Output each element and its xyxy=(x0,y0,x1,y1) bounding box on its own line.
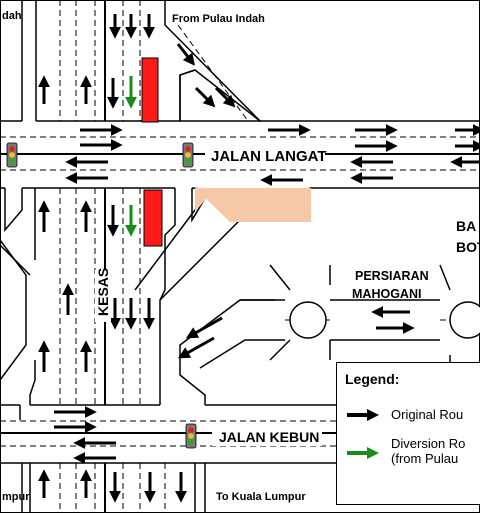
arrow-icon xyxy=(347,447,379,459)
label-top-left: dah xyxy=(2,10,22,22)
label-bottom-left: mpur xyxy=(2,491,30,503)
legend-diversion-label-2: (from Pulau xyxy=(391,451,459,466)
legend: Legend: Original Rou Diversion Ro (from … xyxy=(336,362,480,505)
original-route-arrows xyxy=(38,14,480,503)
legend-original-label: Original Rou xyxy=(391,407,464,422)
label-from-pulau-indah: From Pulau Indah xyxy=(172,13,265,25)
traffic-light-icon xyxy=(182,142,194,168)
label-mahogani: MAHOGANI xyxy=(352,287,421,301)
label-jalan-langat: JALAN LANGAT xyxy=(211,148,327,165)
label-to-kuala-lumpur: To Kuala Lumpur xyxy=(216,491,306,503)
label-bot: BOT xyxy=(456,239,480,255)
traffic-light-icon xyxy=(6,142,18,168)
legend-diversion-label-1: Diversion Ro xyxy=(391,436,466,451)
closure-block-top xyxy=(141,57,159,123)
legend-title: Legend: xyxy=(345,371,400,387)
legend-original-route: Original Rou xyxy=(345,407,463,422)
legend-diversion-route: Diversion Ro (from Pulau xyxy=(345,436,465,467)
label-persiaran: PERSIARAN xyxy=(355,269,429,283)
closure-block-bottom xyxy=(143,189,163,247)
label-ba: BA xyxy=(456,218,476,234)
label-jalan-kebun: JALAN KEBUN xyxy=(219,429,319,445)
works-area xyxy=(195,188,311,222)
traffic-light-icon xyxy=(185,423,197,449)
arrow-icon xyxy=(347,409,379,421)
label-kesas: KESAS xyxy=(95,268,111,316)
roundabout-icon xyxy=(289,301,327,339)
roundabout-icon xyxy=(449,301,480,339)
